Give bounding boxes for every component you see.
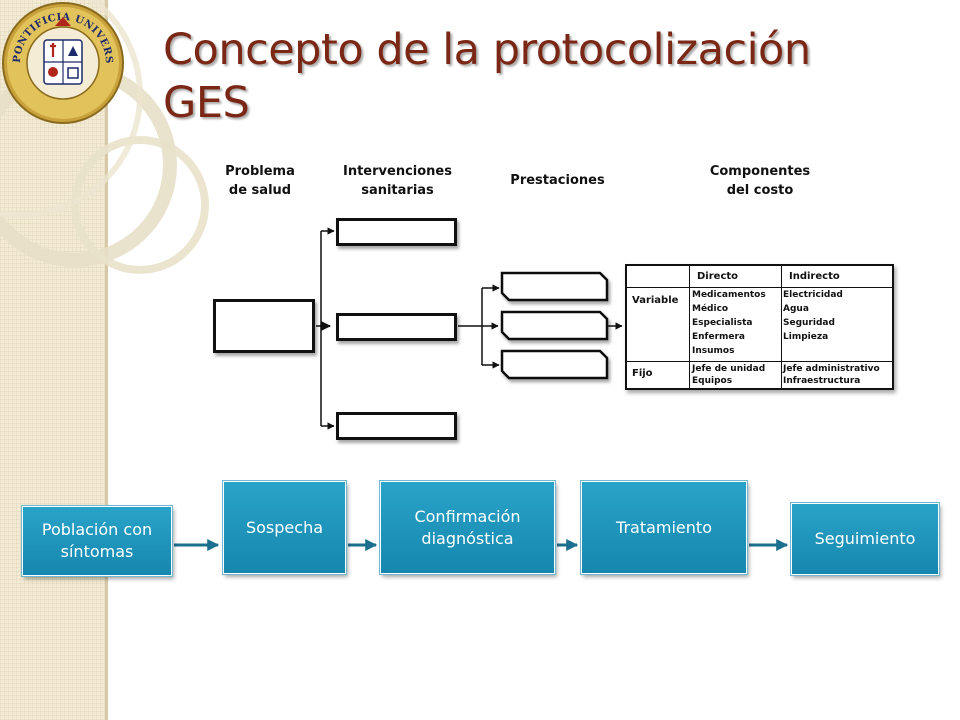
step-poblacion-con-sintomas: Población con síntomas: [21, 505, 173, 577]
header-componentes-line-2: del costo: [726, 183, 794, 198]
prestacion-shape-2: [500, 310, 609, 341]
header-prestaciones: Prestaciones: [490, 171, 625, 190]
table-cell: Médico: [692, 304, 729, 314]
table-divider: [781, 266, 782, 388]
step-sospecha: Sospecha: [222, 480, 347, 575]
table-cell: Insumos: [692, 346, 735, 356]
table-divider: [689, 266, 690, 388]
header-intervenciones-line-2: sanitarias: [361, 183, 434, 198]
header-prestaciones-line-1: Prestaciones: [510, 173, 605, 188]
slide-title-line-1: Concepto de la protocolización: [163, 25, 811, 75]
intervencion-box-2: [336, 313, 457, 341]
intervencion-box-1: [336, 218, 457, 246]
table-divider: [627, 287, 892, 288]
header-intervenciones-line-1: Intervenciones: [343, 164, 452, 179]
table-divider: [627, 361, 892, 362]
col-header-indirecto: Indirecto: [789, 271, 840, 282]
table-cell: Agua: [783, 304, 809, 314]
problema-de-salud-box: [213, 299, 315, 353]
table-cell: Limpieza: [783, 332, 829, 342]
col-header-directo: Directo: [697, 271, 739, 282]
sidebar-edge: [105, 0, 108, 720]
slide-title-line-2: GES: [163, 78, 250, 128]
header-problema-de-salud: Problema de salud: [205, 162, 315, 200]
prestacion-shape-1: [500, 271, 609, 302]
table-cell: Electricidad: [783, 290, 843, 300]
table-cell: Equipos: [692, 376, 733, 386]
slide-title: Concepto de la protocolización GES: [163, 24, 903, 130]
table-cell: Jefe de unidad: [692, 364, 766, 374]
step-confirmacion-diagnostica: Confirmación diagnóstica: [379, 480, 556, 575]
table-cell: Infraestructura: [783, 376, 861, 386]
intervencion-box-3: [336, 412, 457, 440]
row-label-variable: Variable: [632, 295, 679, 306]
cost-components-table: Directo Indirecto Variable Fijo Medicame…: [625, 264, 894, 390]
header-problema-line-2: de salud: [228, 183, 292, 198]
table-cell: Especialista: [692, 318, 753, 328]
step-tratamiento: Tratamiento: [580, 480, 748, 575]
header-componentes-line-1: Componentes: [709, 164, 811, 179]
table-cell: Medicamentos: [692, 290, 766, 300]
header-componentes-del-costo: Componentes del costo: [690, 162, 830, 200]
header-problema-line-1: Problema: [225, 164, 295, 179]
table-cell: Jefe administrativo: [783, 364, 880, 374]
prestacion-shape-3: [500, 349, 609, 380]
university-seal-logo: PONTIFICIA UNIVERSIDAD CATÓLICA DE CHILE: [0, 0, 126, 126]
step-seguimiento: Seguimiento: [790, 502, 940, 576]
table-cell: Seguridad: [783, 318, 835, 328]
table-cell: Enfermera: [692, 332, 746, 342]
header-intervenciones-sanitarias: Intervenciones sanitarias: [325, 162, 470, 200]
row-label-fijo: Fijo: [632, 368, 653, 379]
